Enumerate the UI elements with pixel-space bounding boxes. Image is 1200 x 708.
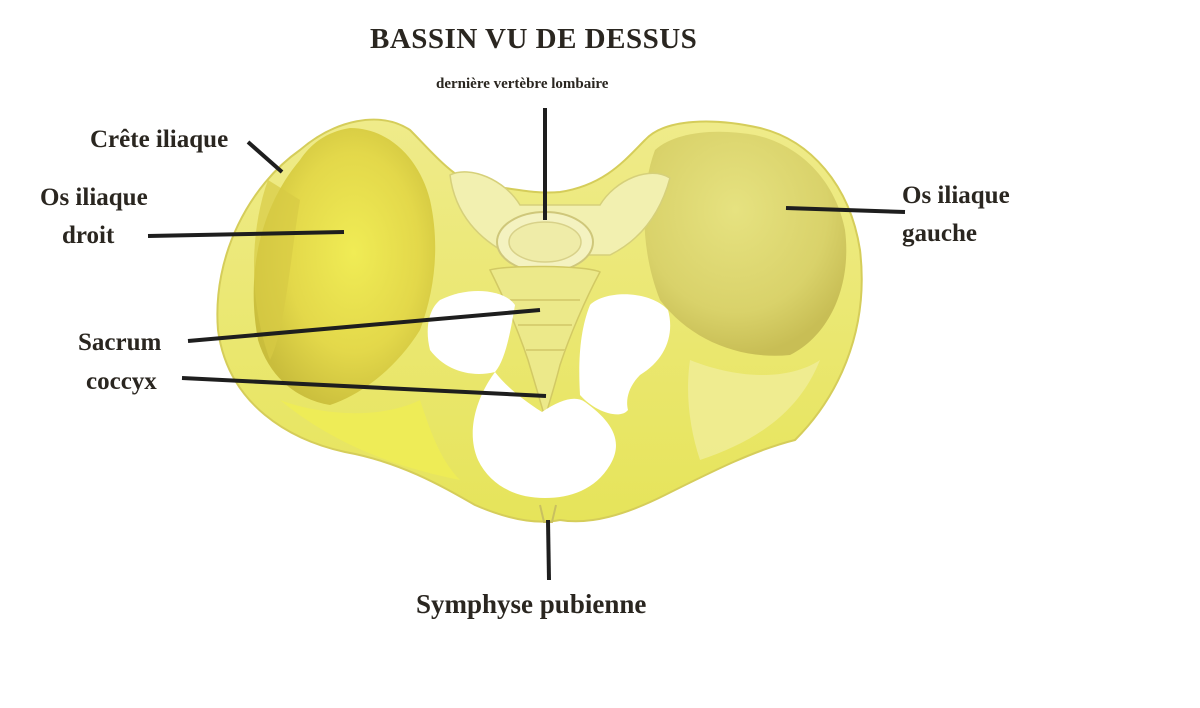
label-left-iliac-line2: gauche xyxy=(902,220,977,247)
leader-sacrum xyxy=(187,308,541,343)
leader-lines xyxy=(147,108,906,581)
label-right-iliac-line2: droit xyxy=(62,222,115,249)
leader-coccyx xyxy=(181,376,547,398)
right-wing-highlight xyxy=(280,400,460,480)
label-left-iliac-line1: Os iliaque xyxy=(902,182,1010,209)
leader-iliac-crest xyxy=(246,140,284,174)
pelvic-inlet xyxy=(472,372,616,498)
left-wing-highlight xyxy=(688,360,820,460)
left-iliac-fossa xyxy=(644,131,847,356)
pelvic-foramen-right xyxy=(579,294,671,415)
leader-left-iliac xyxy=(785,206,906,214)
label-right-iliac-line1: Os iliaque xyxy=(40,184,148,211)
pelvic-foramen-left xyxy=(427,290,515,374)
right-iliac-shading xyxy=(254,180,300,360)
right-iliac-fossa xyxy=(253,128,436,405)
label-pubic-symphysis: Symphyse pubienne xyxy=(416,589,647,619)
leader-symphysis xyxy=(546,519,551,581)
sacrum-bone xyxy=(488,265,602,421)
label-sacrum: Sacrum xyxy=(78,329,162,356)
leader-right-iliac xyxy=(147,230,345,238)
label-coccyx: coccyx xyxy=(86,368,157,395)
diagram-title: BASSIN VU DE DESSUS xyxy=(370,23,698,55)
label-iliac-crest: Crête iliaque xyxy=(90,126,229,153)
label-last-lumbar-vertebra: dernière vertèbre lombaire xyxy=(436,76,609,92)
